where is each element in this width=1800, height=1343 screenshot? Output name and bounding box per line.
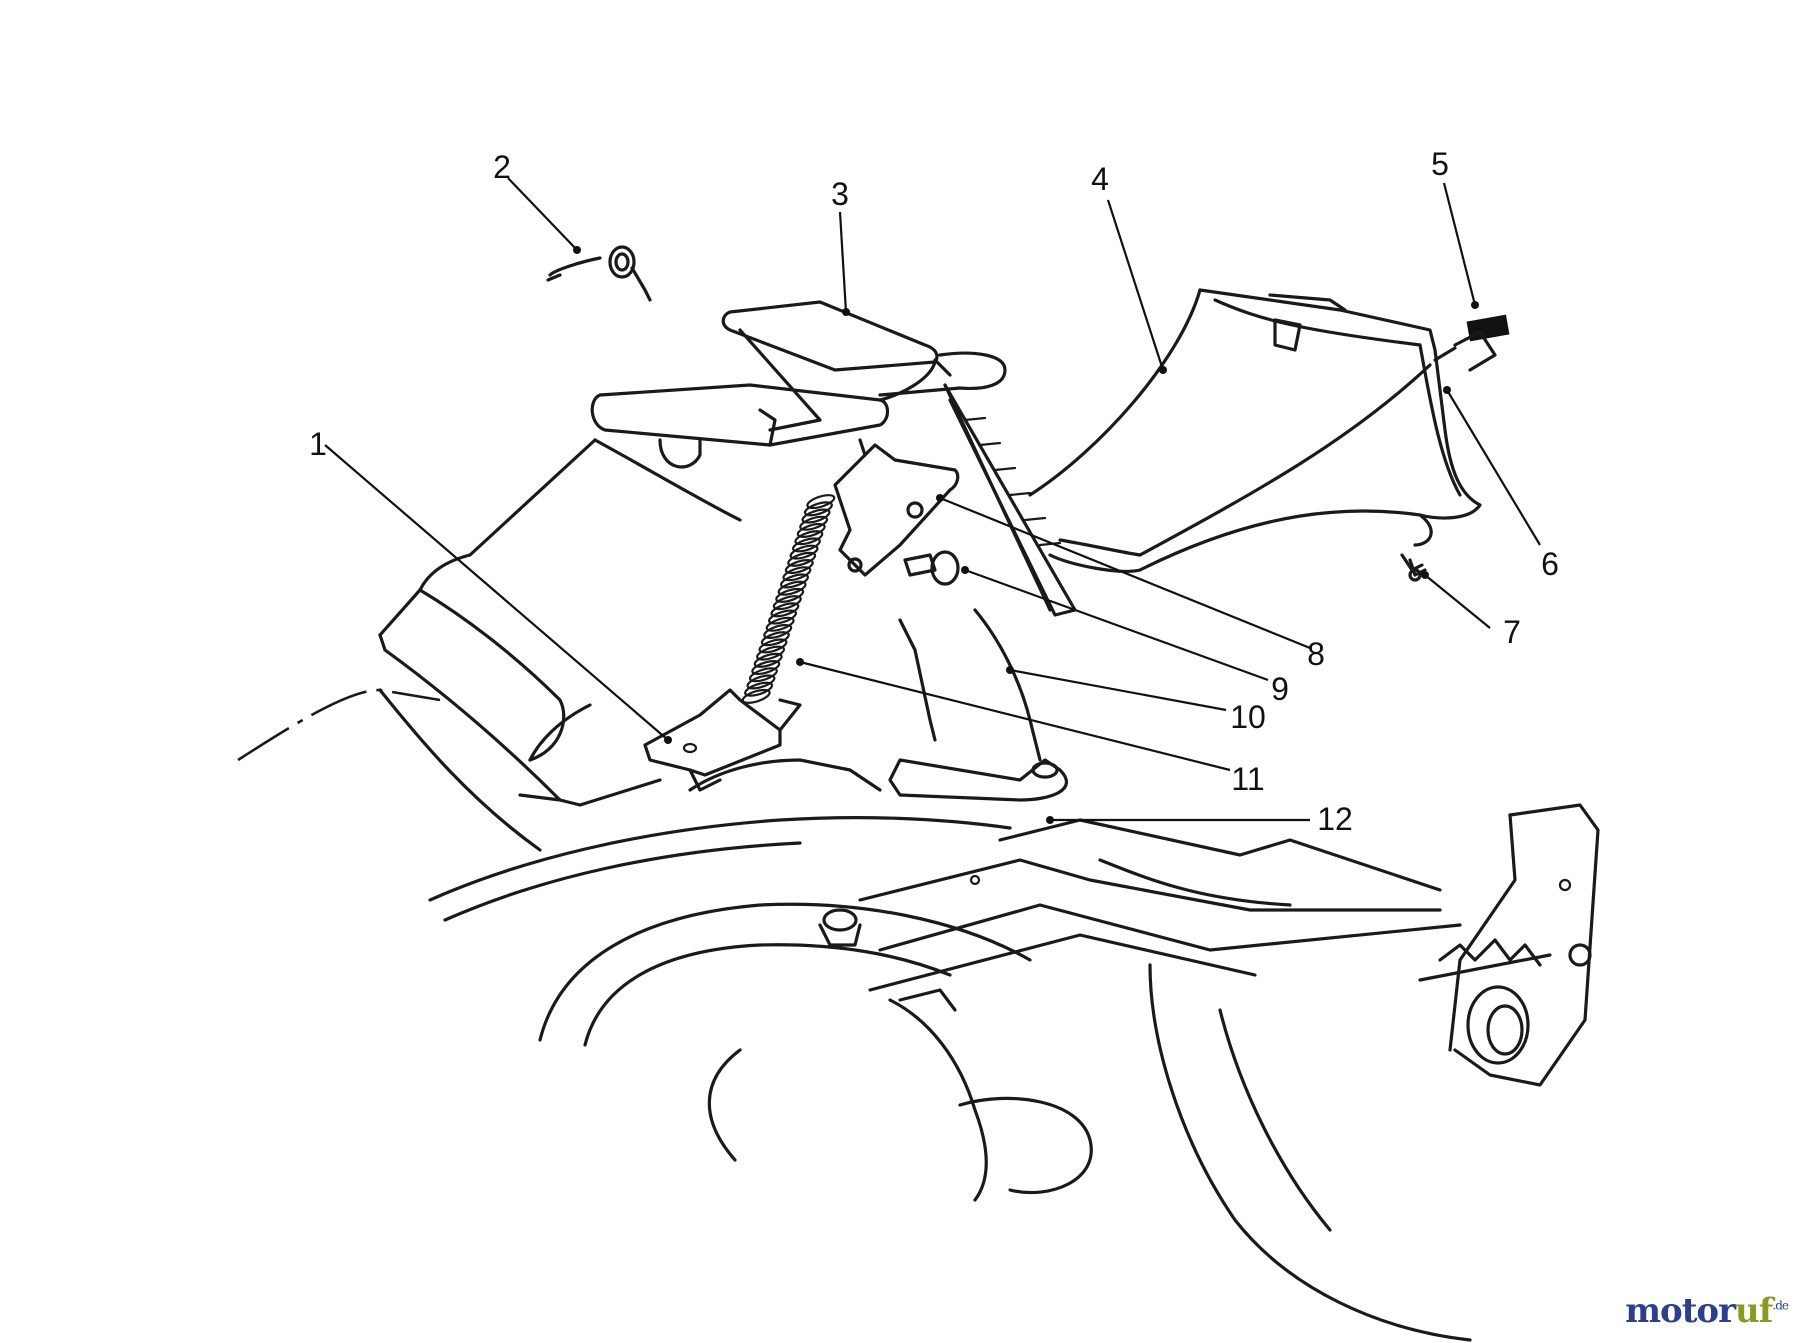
callout-2: 2 [493, 149, 511, 185]
spring-coil [763, 623, 793, 639]
callout-11: 11 [1231, 761, 1264, 797]
callout-6: 6 [1541, 546, 1559, 582]
part-10-support [688, 608, 1068, 802]
spring-coil [775, 587, 805, 603]
spring-coil [787, 551, 817, 567]
spring-coil [784, 559, 814, 575]
callout-8: 8 [1307, 636, 1325, 672]
mower-deck [237, 688, 1600, 1342]
spring-coil [765, 616, 795, 632]
spring-coil [803, 501, 833, 517]
callout-3: 3 [831, 176, 849, 212]
spring-coil [753, 652, 783, 668]
spring-coil [756, 645, 786, 661]
part-4-rear-flap [1028, 288, 1482, 577]
part-11-spring [741, 494, 836, 704]
spring-coil [791, 537, 821, 553]
part-1-foot-bracket [643, 688, 802, 792]
part-2-torsion-spring [546, 245, 652, 302]
spring-coil [751, 660, 781, 676]
callout-7: 7 [1503, 614, 1521, 650]
spring-coil [777, 580, 807, 596]
spring-coil [799, 515, 829, 531]
callout-5: 5 [1431, 146, 1449, 182]
watermark-logo: motoruf.de [1625, 1291, 1789, 1331]
part-3-door-frame [590, 300, 1077, 617]
spring-coil [744, 681, 774, 697]
spring-coil [746, 674, 776, 690]
discharge-chute [378, 438, 742, 807]
spring-coil [760, 631, 790, 647]
spring-coil [801, 508, 831, 524]
spring-coil [768, 609, 798, 625]
callout-1: 1 [309, 426, 327, 462]
spring-coil [794, 530, 824, 546]
spring-coil [796, 522, 826, 538]
spring-coil [772, 595, 802, 611]
spring-coil [770, 602, 800, 618]
spring-coil [789, 544, 819, 560]
leader-lines [324, 177, 1541, 824]
part-5-bolt [1433, 314, 1510, 372]
callout-labels: 1 2 3 4 5 6 7 8 9 10 11 12 [309, 146, 1559, 837]
part-9-bolt [903, 550, 960, 586]
spring-coil [758, 638, 788, 654]
spring-coil [748, 667, 778, 683]
spring-coil [806, 494, 836, 510]
part-8-bracket [833, 438, 960, 577]
callout-9: 9 [1271, 671, 1289, 707]
part-7-small-bolt [1400, 553, 1424, 582]
callout-4: 4 [1091, 161, 1109, 197]
callout-12: 12 [1317, 801, 1353, 837]
spring-coil [782, 566, 812, 582]
spring-coil [779, 573, 809, 589]
callout-10: 10 [1230, 699, 1266, 735]
